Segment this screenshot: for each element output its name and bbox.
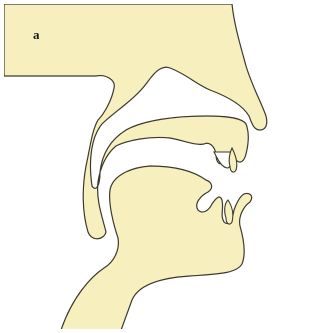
- lower-teeth-notch: [225, 200, 233, 224]
- panel-label: a: [33, 27, 40, 43]
